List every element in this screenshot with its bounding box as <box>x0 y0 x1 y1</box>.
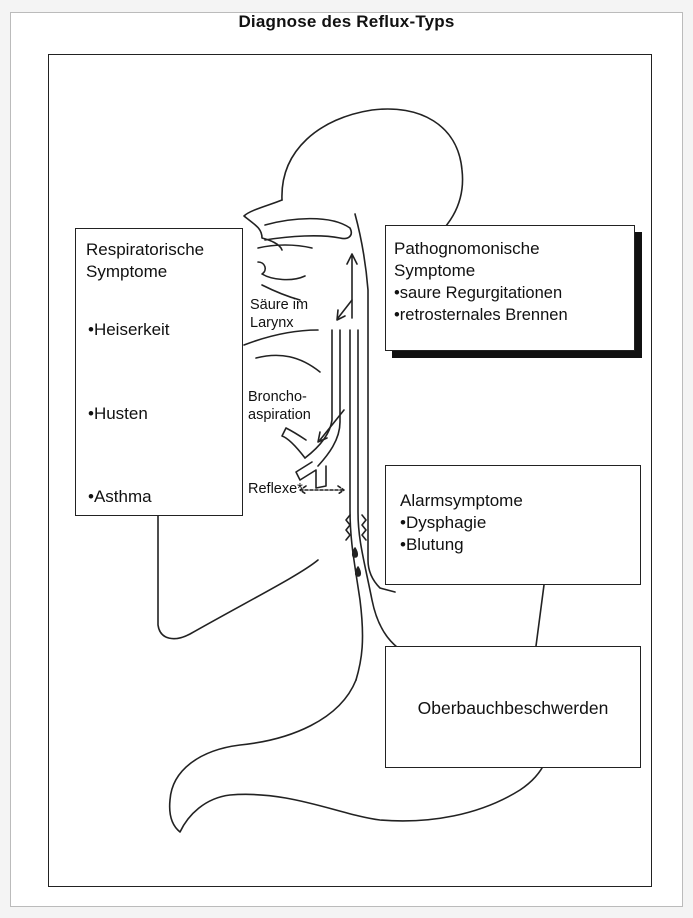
trachea-right <box>318 330 340 466</box>
respiratory-symptoms-box: Respiratorische Symptome Heiserkeit Hust… <box>75 228 243 516</box>
neck-front <box>244 330 318 345</box>
trunk-outline <box>158 516 318 639</box>
symptom-dysphagia: Dysphagie <box>400 512 626 534</box>
arrow-larynx <box>337 300 352 320</box>
label-bronchoaspiration-line2: aspiration <box>248 406 311 424</box>
connector-line <box>536 585 544 646</box>
label-bronchoaspiration: Broncho- aspiration <box>248 388 311 424</box>
sphincter-marks <box>346 515 366 540</box>
alarm-symptoms-box: Alarmsymptome Dysphagie Blutung <box>385 465 641 585</box>
label-reflexes: Reflexe* <box>248 480 303 498</box>
symptom-heartburn: retrosternales Brennen <box>394 304 626 326</box>
neck-curve <box>256 355 320 372</box>
upper-abdominal-box: Oberbauchbeschwerden <box>385 646 641 768</box>
label-acid-larynx-line2: Larynx <box>250 314 308 332</box>
respiratory-heading-line2: Symptome <box>86 261 232 283</box>
label-bronchoaspiration-line1: Broncho- <box>248 388 311 406</box>
symptom-cough: Husten <box>88 403 148 425</box>
symptom-acid-regurgitation: saure Regurgitationen <box>394 282 626 304</box>
esophagus-left <box>350 330 363 680</box>
tongue <box>258 262 305 280</box>
label-acid-larynx: Säure im Larynx <box>250 296 308 332</box>
reflux-arrow-up <box>347 254 357 318</box>
symptom-bleeding: Blutung <box>400 534 626 556</box>
symptom-hoarseness: Heiserkeit <box>88 319 170 341</box>
nasal-cavity <box>265 219 351 240</box>
pathognomonic-heading-line2: Symptome <box>394 260 626 282</box>
pathognomonic-symptoms-box: Pathognomonische Symptome saure Regurgit… <box>385 225 635 351</box>
symptom-asthma: Asthma <box>88 486 152 508</box>
alarm-heading: Alarmsymptome <box>400 490 626 512</box>
pathognomonic-heading-line1: Pathognomonische <box>394 238 626 260</box>
mouth-line <box>258 245 312 248</box>
upper-abdominal-label: Oberbauchbeschwerden <box>418 698 609 718</box>
face-outline <box>244 200 282 250</box>
label-acid-larynx-line1: Säure im <box>250 296 308 314</box>
respiratory-heading-line1: Respiratorische <box>86 239 232 261</box>
